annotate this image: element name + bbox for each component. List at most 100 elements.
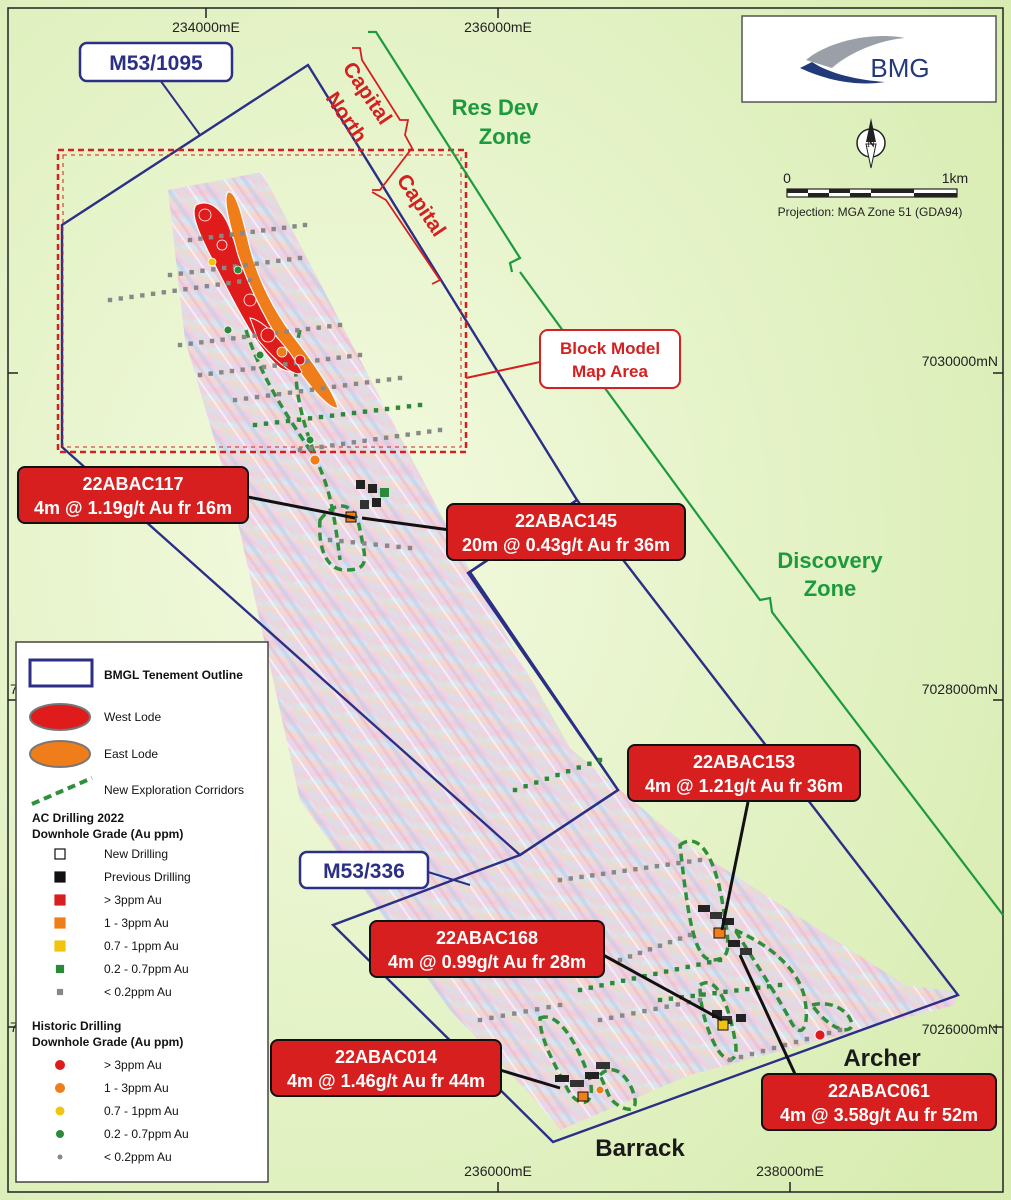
east-lode [225, 191, 339, 409]
drill-collar [383, 435, 389, 440]
legend-west-lode-label: West Lode [104, 710, 161, 724]
m53-1095-leader [159, 79, 201, 136]
drill-collar [734, 988, 739, 993]
drill-collar [633, 867, 638, 872]
drill-collar [642, 1008, 647, 1014]
drill-collar [546, 1004, 551, 1010]
drill-collar [284, 329, 289, 334]
drill-collar [717, 957, 723, 963]
drill-collar [620, 978, 626, 983]
corridor [730, 926, 809, 1033]
drill-collar [292, 224, 297, 229]
drill-collar [675, 1002, 680, 1007]
drill-collar [342, 383, 348, 388]
drill-collar [199, 340, 204, 345]
legend-ac-label: < 0.2ppm Au [104, 985, 172, 999]
drill-collar [760, 1048, 766, 1054]
northing-label: 7030000mN [922, 353, 998, 369]
drill-collar [107, 297, 113, 303]
legend-tenement-label: BMGL Tenement Outline [104, 668, 243, 682]
legend-hist-title-2: Downhole Grade (Au ppm) [32, 1035, 183, 1049]
corridor [317, 504, 367, 572]
drill-collar [297, 255, 303, 261]
drill-cluster-22abac014 [555, 1062, 610, 1102]
drill-collar [599, 983, 604, 988]
drill-collar [407, 545, 413, 551]
drill-collar [351, 410, 357, 416]
callout-leaders [247, 495, 797, 1090]
historic-drill-hit [305, 435, 315, 445]
drill-collar [272, 363, 277, 368]
drill-collar [657, 943, 663, 948]
callout-result: 4m @ 3.58g/t Au fr 52m [780, 1105, 978, 1125]
historic-drill-hit [198, 208, 212, 222]
drill-collar [362, 438, 367, 443]
drill-collar [620, 1013, 625, 1018]
legend-hist-label: < 0.2ppm Au [104, 1150, 172, 1164]
legend-hist-label: 0.7 - 1ppm Au [104, 1104, 179, 1118]
drill-collar [309, 387, 315, 392]
drill-collar [198, 236, 203, 241]
drill-collar [357, 352, 363, 358]
legend-ac-symbol [54, 894, 66, 906]
drill-collar [577, 987, 583, 993]
drill-collar [200, 268, 205, 273]
block-model-area [56, 148, 468, 454]
drill-collar [307, 416, 313, 421]
drill-collar [597, 757, 603, 763]
drill-collar [373, 408, 379, 413]
scale-bar: 0 1km Projection: MGA Zone 51 (GDA94) [778, 170, 969, 219]
drill-collar [188, 341, 193, 346]
legend-ac-label: 1 - 3ppm Au [104, 916, 169, 930]
bmg-logo-swoosh [800, 62, 885, 84]
drill-collar [232, 397, 238, 403]
drill-collar [129, 294, 134, 300]
drill-collar [318, 414, 324, 420]
historic-drill-hit [207, 257, 217, 267]
drill-collar [331, 384, 337, 389]
block-model-label-1: Block Model [560, 339, 660, 358]
legend-hist-symbol [55, 1083, 65, 1093]
drill-collar [610, 980, 615, 986]
drill-collar [339, 538, 344, 544]
drill-collar [557, 877, 563, 883]
drill-collar [416, 430, 421, 436]
drill-collar [667, 939, 673, 945]
drill-collar [285, 418, 291, 424]
callout-22abac145: 22ABAC145 20m @ 0.43g/t Au fr 36m [446, 503, 686, 561]
drill-collar [265, 260, 270, 265]
drill-collar [386, 377, 392, 382]
legend-ac-label: New Drilling [104, 847, 168, 861]
legend-east-lode-swatch [29, 740, 91, 768]
legend-ac-symbol [55, 964, 65, 974]
callout-result: 20m @ 0.43g/t Au fr 36m [462, 535, 670, 555]
bmg-logo-text: BMG [870, 53, 929, 83]
drill-collar [327, 324, 332, 329]
drill-collar [697, 997, 703, 1003]
scale-start: 0 [783, 170, 791, 186]
drill-collar [622, 868, 627, 873]
block-model-label-2: Map Area [572, 362, 648, 381]
drill-collar [512, 1011, 517, 1016]
drill-collar [353, 381, 359, 387]
drill-collar [219, 370, 224, 375]
legend-ac-title-2: Downhole Grade (Au ppm) [32, 827, 183, 841]
drill-collar [287, 390, 293, 395]
callout-22abac014: 22ABAC014 4m @ 1.46g/t Au fr 44m [270, 1039, 502, 1097]
drill-collar [295, 328, 300, 333]
drill-collar [489, 1015, 494, 1021]
legend-hist-label: > 3ppm Au [104, 1058, 162, 1072]
drill-collar [405, 432, 410, 437]
drill-collar [697, 857, 703, 863]
historic-drill-hit [309, 454, 321, 466]
drill-collar [653, 1006, 658, 1012]
drill-collar [271, 226, 276, 232]
block-model-leader [465, 361, 541, 379]
drill-collar [588, 985, 593, 990]
drill-collar [523, 784, 528, 789]
drill-collar [251, 366, 256, 371]
drill-collar [654, 863, 660, 869]
edge-mark: 7 [10, 681, 18, 697]
corridor [678, 839, 730, 962]
bmg-logo-swoosh [806, 36, 905, 68]
